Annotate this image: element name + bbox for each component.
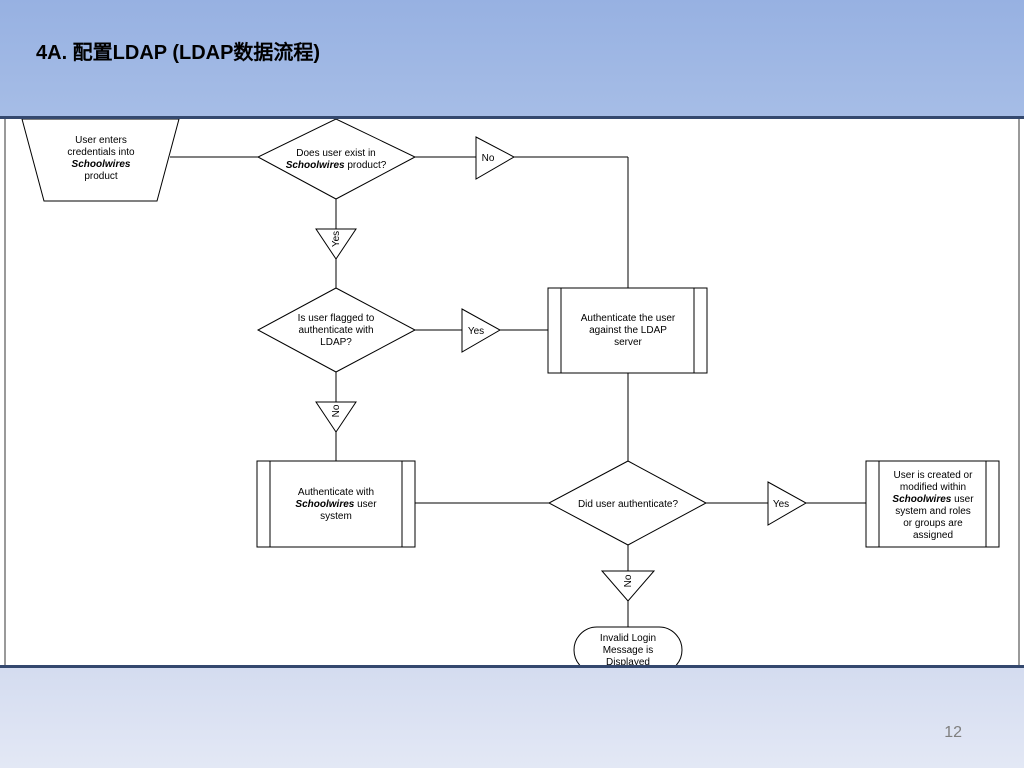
label-no-authenticated-text: No bbox=[623, 574, 634, 587]
label-no-authenticated: No bbox=[600, 570, 656, 602]
start-credentials-shape: User enters credentials into Schoolwires… bbox=[21, 118, 180, 202]
process-created-line2: modified within bbox=[900, 482, 966, 493]
decision-authenticate-text: Did user authenticate? bbox=[578, 499, 679, 510]
start-text-line2: credentials into bbox=[67, 147, 135, 158]
slide-header: 4A. 配置LDAP (LDAP数据流程) bbox=[0, 0, 1024, 118]
start-text-line3: Schoolwires bbox=[72, 159, 131, 170]
decision-did-authenticate: Did user authenticate? bbox=[547, 460, 708, 546]
label-yes-flagged: Yes bbox=[461, 308, 502, 353]
process-ldap-line3: server bbox=[614, 337, 642, 348]
end-invalid-line3: Displayed bbox=[606, 657, 650, 665]
process-created-line3: user bbox=[951, 494, 974, 505]
decision-flagged-line1: Is user flagged to bbox=[298, 313, 375, 324]
start-text-line1: User enters bbox=[75, 135, 127, 146]
label-yes-user-exists-text: Yes bbox=[331, 231, 342, 247]
label-no-flagged: No bbox=[315, 401, 357, 433]
label-yes-user-exists: Yes bbox=[315, 228, 357, 260]
svg-text:Schoolwires user: Schoolwires user bbox=[295, 499, 377, 510]
connector-lines bbox=[170, 156, 866, 627]
process-schoolwires-brand: Schoolwires bbox=[295, 499, 354, 510]
end-invalid-line1: Invalid Login bbox=[600, 633, 656, 644]
process-created-line1: User is created or bbox=[894, 470, 974, 481]
page-number: 12 bbox=[944, 724, 962, 741]
flowchart-frame: User enters credentials into Schoolwires… bbox=[0, 116, 1024, 674]
end-invalid-login: Invalid Login Message is Displayed bbox=[573, 626, 683, 674]
decision-flagged-line2: authenticate with bbox=[298, 325, 373, 336]
label-yes-flagged-text: Yes bbox=[468, 326, 484, 337]
process-authenticate-schoolwires: Authenticate with Schoolwires user syste… bbox=[256, 460, 416, 548]
svg-text:Schoolwires user: Schoolwires user bbox=[892, 494, 974, 505]
label-no-user-exists-text: No bbox=[482, 153, 495, 164]
slide-footer bbox=[0, 668, 1024, 768]
label-no-user-exists: No bbox=[475, 136, 516, 180]
process-schoolwires-line2: user bbox=[354, 499, 377, 510]
process-created-line4: system and roles bbox=[895, 506, 971, 517]
process-created-line6: assigned bbox=[913, 530, 953, 541]
process-schoolwires-line3: system bbox=[320, 511, 352, 522]
process-ldap-line2: against the LDAP bbox=[589, 325, 667, 336]
label-yes-authenticated: Yes bbox=[767, 481, 808, 526]
ldap-flowchart: User enters credentials into Schoolwires… bbox=[4, 118, 1020, 674]
end-invalid-line2: Message is bbox=[603, 645, 654, 656]
label-no-flagged-text: No bbox=[331, 404, 342, 417]
start-text-line4: product bbox=[84, 171, 118, 182]
decision-flagged-line3: LDAP? bbox=[320, 337, 352, 348]
process-created-brand: Schoolwires bbox=[892, 494, 951, 505]
decision-user-exists: Does user exist in Schoolwires product? bbox=[256, 118, 417, 200]
process-authenticate-ldap: Authenticate the user against the LDAP s… bbox=[547, 287, 708, 374]
label-yes-authenticated-text: Yes bbox=[773, 499, 789, 510]
slide-title: 4A. 配置LDAP (LDAP数据流程) bbox=[36, 42, 321, 64]
process-user-created: User is created or modified within Schoo… bbox=[865, 460, 1000, 548]
decision-flagged-ldap: Is user flagged to authenticate with LDA… bbox=[256, 287, 417, 373]
process-created-line5: or groups are bbox=[903, 518, 963, 529]
decision-user-exists-brand: Schoolwires bbox=[286, 160, 345, 171]
svg-text:Schoolwires product?: Schoolwires product? bbox=[286, 160, 387, 171]
decision-user-exists-line1: Does user exist in bbox=[296, 148, 375, 159]
process-schoolwires-line1: Authenticate with bbox=[298, 487, 374, 498]
process-ldap-line1: Authenticate the user bbox=[581, 313, 676, 324]
decision-user-exists-line2: product? bbox=[345, 160, 387, 171]
